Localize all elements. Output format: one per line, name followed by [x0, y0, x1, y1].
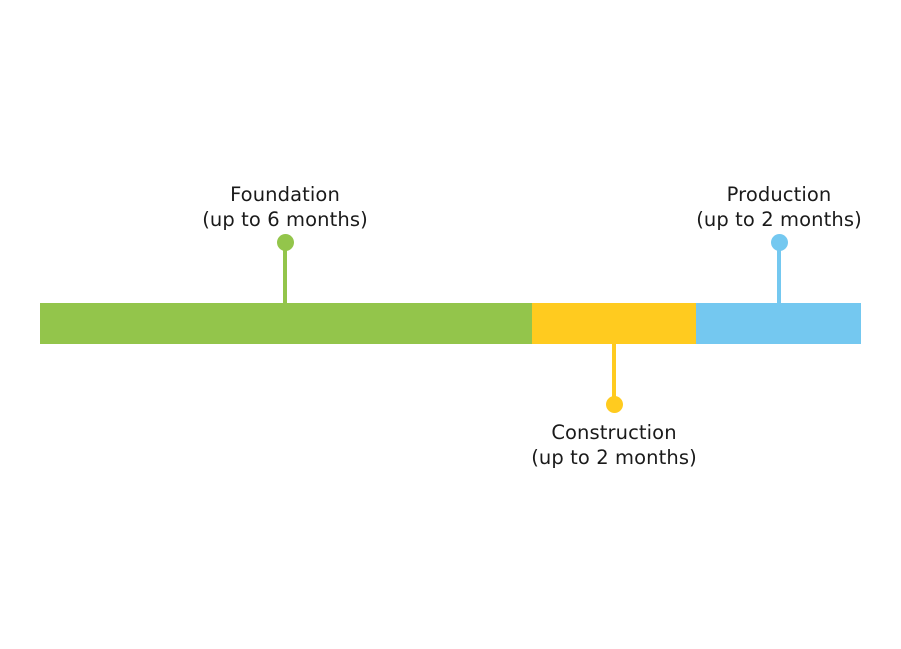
bar-segment-construction[interactable] [532, 303, 696, 344]
marker-dot-icon [770, 234, 788, 251]
marker-dot-icon [276, 234, 294, 251]
bar-segment-production[interactable] [696, 303, 861, 344]
phase-duration: (up to 6 months) [202, 208, 368, 231]
phase-title: Production [726, 183, 832, 206]
timeline-bar [40, 303, 861, 344]
phase-duration: (up to 2 months) [696, 208, 862, 231]
phase-title: Foundation [230, 183, 340, 206]
phase-duration: (up to 2 months) [531, 446, 697, 469]
phase-title: Construction [551, 421, 677, 444]
marker-stem-icon [777, 243, 781, 303]
marker-stem-icon [612, 344, 616, 404]
marker-stem-icon [283, 243, 287, 303]
phase-label-foundation: Foundation (up to 6 months) [202, 182, 368, 232]
phase-label-construction: Construction (up to 2 months) [531, 420, 697, 470]
bar-segment-foundation[interactable] [40, 303, 532, 344]
marker-dot-icon [605, 396, 623, 413]
phase-label-production: Production (up to 2 months) [696, 182, 862, 232]
